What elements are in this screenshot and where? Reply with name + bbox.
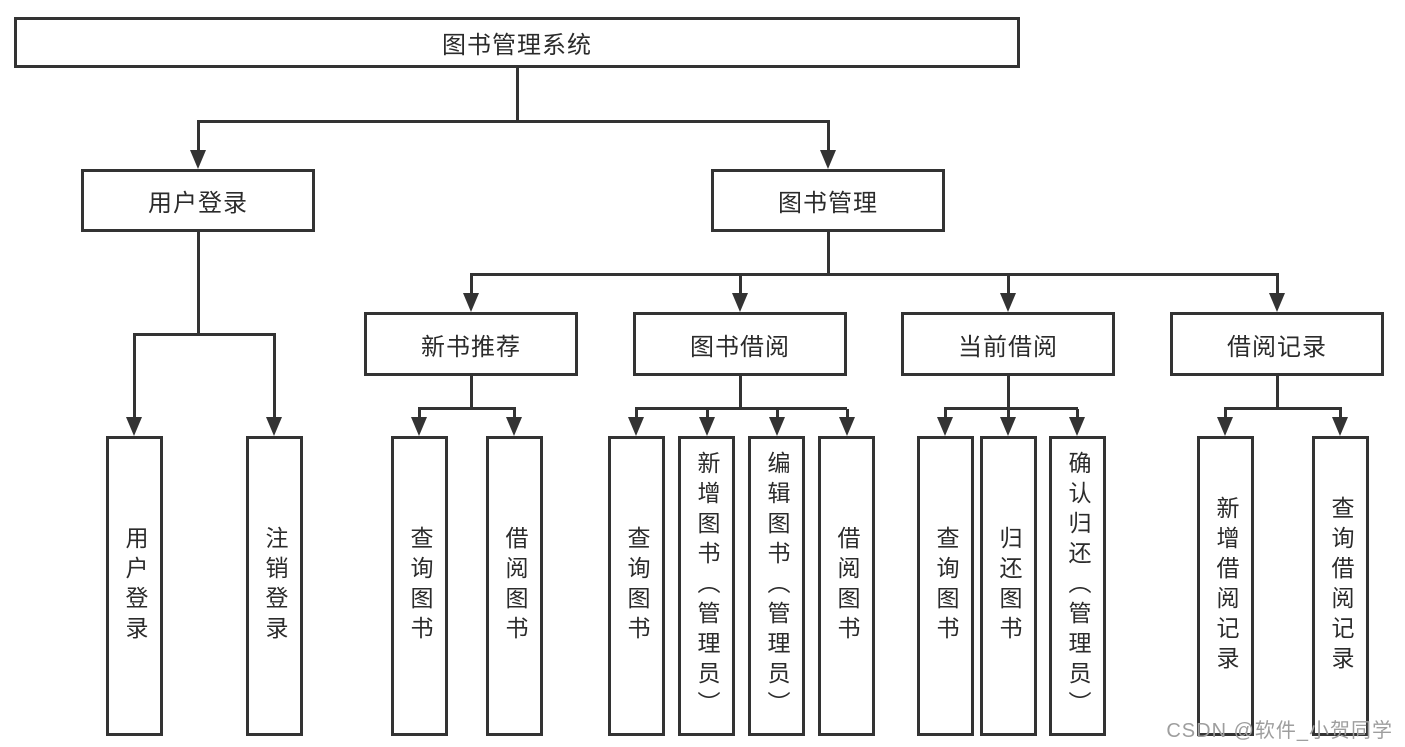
connector-book-management-stub <box>826 232 830 276</box>
arrow-down-leaf-logout <box>272 335 276 417</box>
leaf-logout: 注销登录 <box>246 436 303 736</box>
arrow-down-bb-query <box>634 409 638 417</box>
connector-br-stub <box>1275 376 1279 410</box>
arrow-down-current-borrow <box>1006 275 1010 293</box>
connector-nb-bus <box>418 407 516 410</box>
arrow-down-bb-edit <box>775 409 779 417</box>
leaf-nb-query-books: 查询图书 <box>391 436 448 736</box>
leaf-bb-query-books: 查询图书 <box>608 436 665 736</box>
arrow-down-bb-add <box>705 409 709 417</box>
arrow-down-br-add <box>1223 409 1227 417</box>
leaf-bb-edit-books-admin: 编辑图书（管理员） <box>748 436 805 736</box>
node-current-borrow: 当前借阅 <box>901 312 1115 376</box>
leaf-bb-add-books-admin: 新增图书（管理员） <box>678 436 735 736</box>
connector-br-bus <box>1224 407 1342 410</box>
node-user-login: 用户登录 <box>81 169 315 232</box>
node-book-management: 图书管理 <box>711 169 945 232</box>
leaf-bb-borrow-books: 借阅图书 <box>818 436 875 736</box>
connector-root-stub <box>516 68 519 122</box>
connector-bb-bus <box>635 407 847 410</box>
connector-cb-bus <box>944 407 1078 410</box>
node-borrow-records: 借阅记录 <box>1170 312 1384 376</box>
connector-user-login-stub <box>196 232 200 336</box>
connector-level2-bus <box>197 120 830 123</box>
watermark: CSDN @软件_小贺同学 <box>1166 720 1393 742</box>
arrow-down-borrow-records <box>1275 275 1279 293</box>
arrow-down-book-borrow <box>738 275 742 293</box>
connector-user-login-bus <box>133 333 276 336</box>
arrow-down-cb-return <box>1006 409 1010 417</box>
node-library-system: 图书管理系统 <box>14 17 1020 68</box>
arrow-down-book-management <box>826 122 830 150</box>
arrow-down-leaf-user-login <box>132 335 136 417</box>
node-book-borrow: 图书借阅 <box>633 312 847 376</box>
arrow-down-nb-borrow <box>512 409 516 417</box>
connector-level3-bus <box>470 273 1279 276</box>
connector-nb-stub <box>469 376 473 410</box>
node-new-book-recommend: 新书推荐 <box>364 312 578 376</box>
leaf-cb-query-books: 查询图书 <box>917 436 974 736</box>
leaf-cb-confirm-return-admin: 确认归还（管理员） <box>1049 436 1106 736</box>
leaf-br-add-record: 新增借阅记录 <box>1197 436 1254 736</box>
arrow-down-bb-borrow <box>845 409 849 417</box>
leaf-user-login: 用户登录 <box>106 436 163 736</box>
arrow-down-br-query <box>1338 409 1342 417</box>
arrow-down-cb-confirm <box>1075 409 1079 417</box>
arrow-down-nb-query <box>417 409 421 417</box>
leaf-cb-return-books: 归还图书 <box>980 436 1037 736</box>
leaf-nb-borrow-books: 借阅图书 <box>486 436 543 736</box>
arrow-down-new-book-recommend <box>469 275 473 293</box>
arrow-down-cb-query <box>943 409 947 417</box>
connector-bb-stub <box>738 376 742 410</box>
leaf-br-query-record: 查询借阅记录 <box>1312 436 1369 736</box>
arrow-down-user-login <box>196 122 200 150</box>
connector-cb-stub <box>1006 376 1010 410</box>
